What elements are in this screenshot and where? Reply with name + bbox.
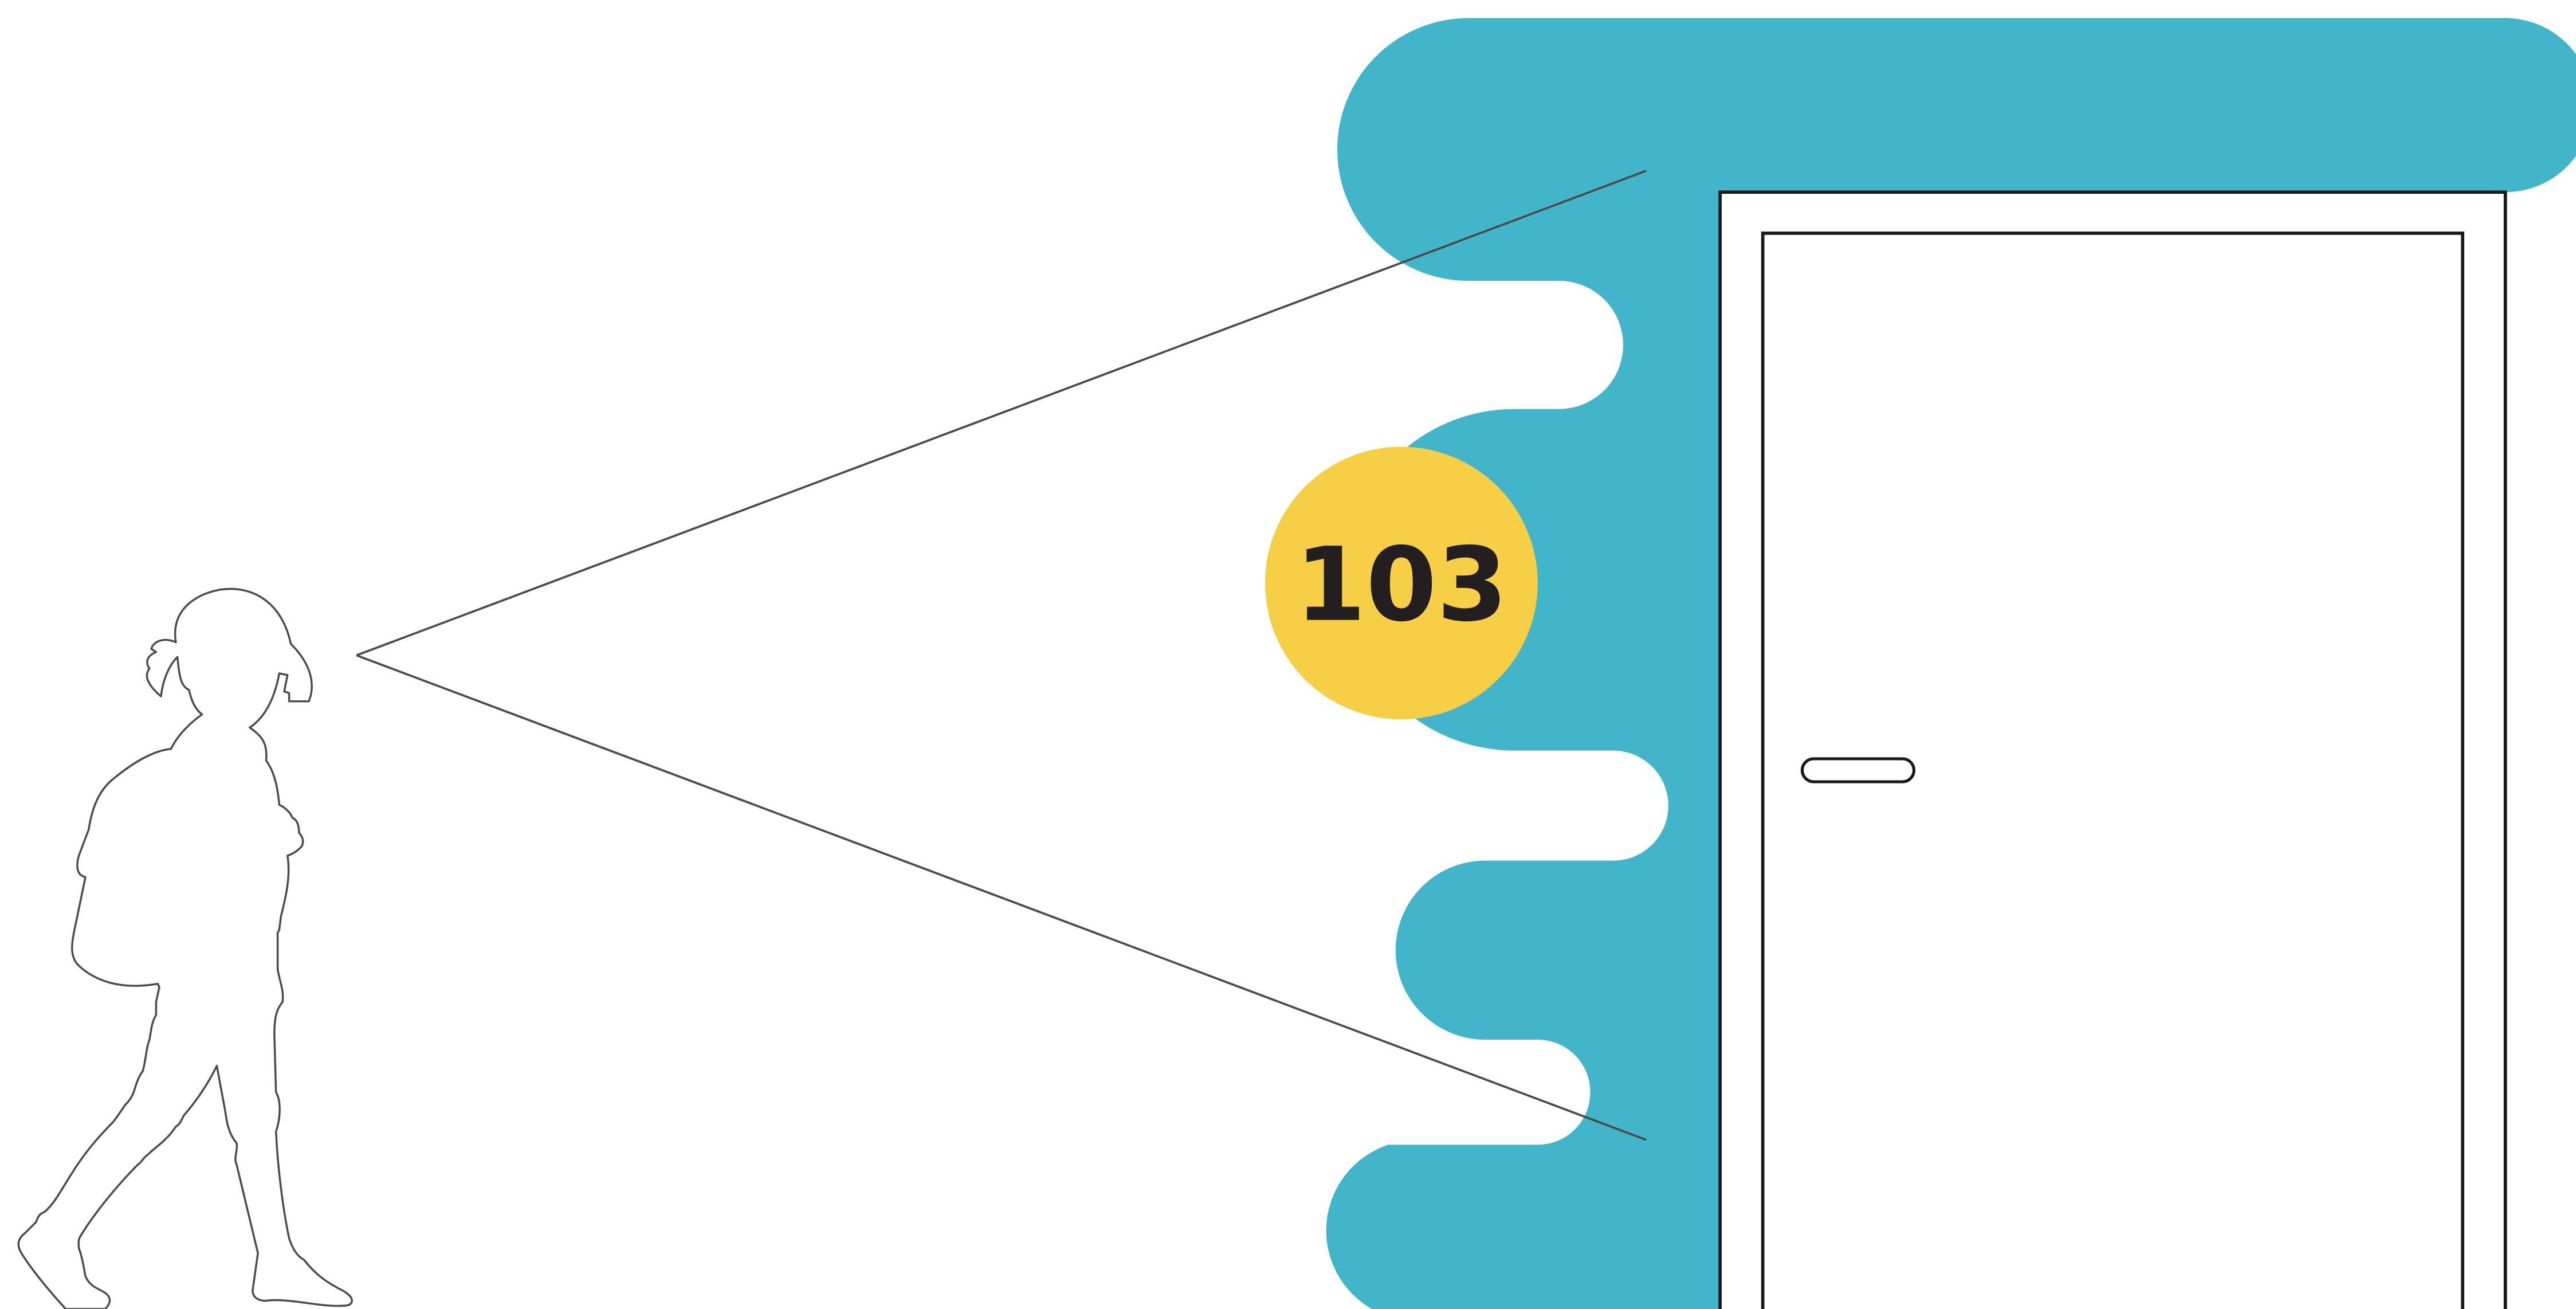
- door: [1720, 192, 2506, 1309]
- door-handle-icon: [1802, 759, 1914, 782]
- backpack-outline: [72, 749, 171, 1089]
- torso-outline: [217, 728, 352, 1306]
- room-number-sign: 103: [1265, 446, 1538, 719]
- room-number: 103: [1295, 526, 1507, 644]
- back-leg-outline: [18, 1066, 217, 1309]
- child-figure-icon: [18, 589, 352, 1309]
- hair-outline: [147, 640, 202, 748]
